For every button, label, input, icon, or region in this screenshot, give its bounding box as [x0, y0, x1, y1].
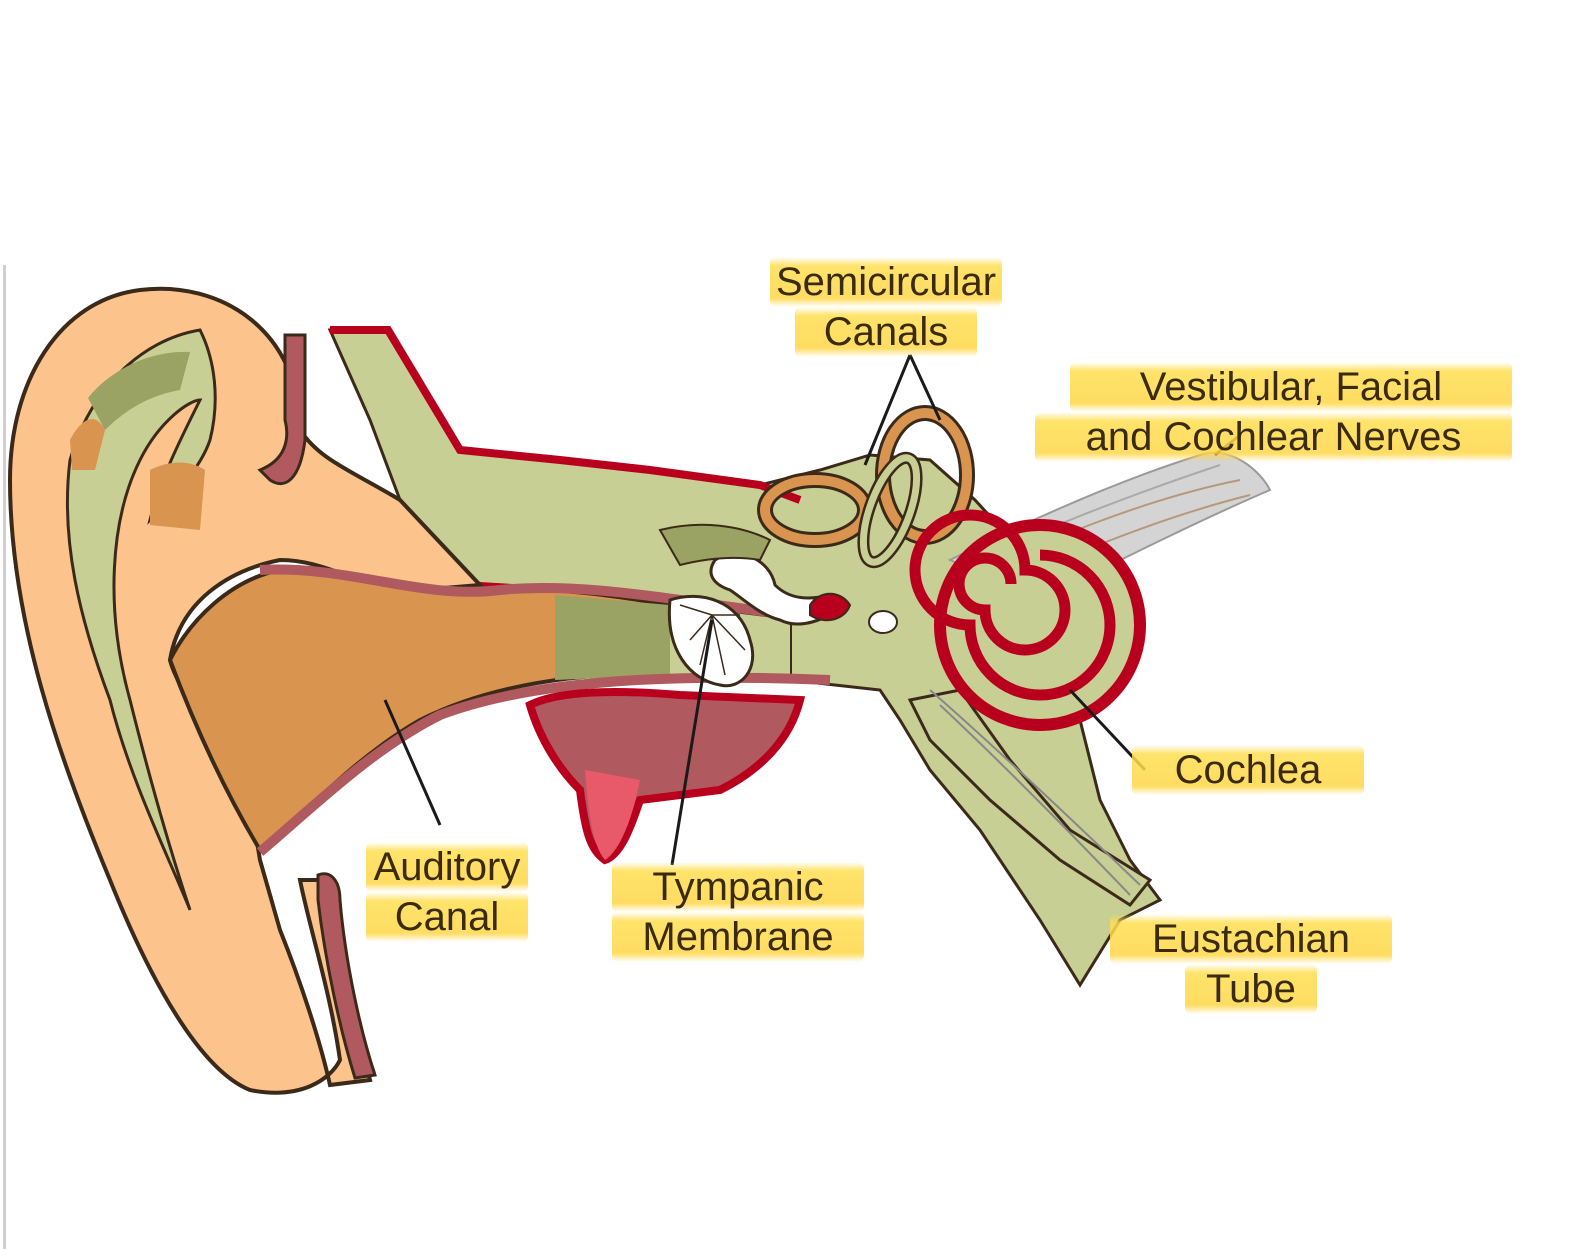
canal-dark-section — [555, 595, 670, 680]
oval-window — [868, 610, 898, 634]
stapes — [809, 592, 852, 622]
label-tympanic-membrane-line2: Membrane — [612, 912, 864, 962]
leader-semicircular-left — [863, 354, 912, 466]
label-cochlea-line1: Cochlea — [1132, 745, 1364, 795]
helix-band-dark — [88, 351, 190, 430]
label-tympanic-membrane: Tympanic Membrane — [612, 862, 864, 962]
label-auditory-canal-line2: Canal — [366, 892, 528, 942]
middle-ear-drip — [585, 770, 640, 860]
middle-ear-chamber — [658, 523, 772, 567]
eustachian-tube-nerves — [929, 689, 1141, 896]
label-semicircular-canals: Semicircular Canals — [770, 257, 1003, 357]
canal-lower-wall — [256, 672, 831, 856]
left-border-line — [3, 265, 6, 1249]
bone-red-outline — [330, 326, 802, 504]
label-auditory-canal: Auditory Canal — [366, 842, 528, 942]
middle-ear-cavity — [525, 688, 806, 865]
helix-band-orange-2 — [150, 462, 205, 530]
semicircular-canals-shape — [757, 405, 975, 569]
membrane-fibers — [679, 604, 746, 676]
label-tympanic-membrane-line1: Tympanic — [612, 862, 864, 912]
label-semicircular-canals-line2: Canals — [795, 307, 978, 357]
label-nerves: Vestibular, Facial and Cochlear Nerves — [1035, 362, 1512, 462]
label-eustachian-tube: Eustachian Tube — [1110, 914, 1392, 1014]
ear-lobe-fold — [316, 872, 377, 1080]
pinna-back-edge — [257, 333, 307, 486]
helix-band-orange — [70, 419, 105, 470]
label-eustachian-tube-line1: Eustachian — [1110, 914, 1392, 964]
label-auditory-canal-line1: Auditory — [366, 842, 528, 892]
label-cochlea: Cochlea — [1132, 745, 1364, 795]
label-semicircular-canals-line1: Semicircular — [770, 257, 1003, 307]
leader-tympanic — [670, 619, 714, 866]
leader-semicircular-right — [908, 354, 942, 421]
cochlea-shape — [909, 509, 1146, 731]
tympanic-membrane-shape — [667, 594, 755, 688]
leader-auditory-canal — [383, 699, 442, 826]
label-eustachian-tube-line2: Tube — [1185, 964, 1317, 1014]
eustachian-tube-shape — [907, 688, 1153, 907]
label-nerves-line1: Vestibular, Facial — [1070, 362, 1512, 412]
label-nerves-line2: and Cochlear Nerves — [1035, 412, 1512, 462]
